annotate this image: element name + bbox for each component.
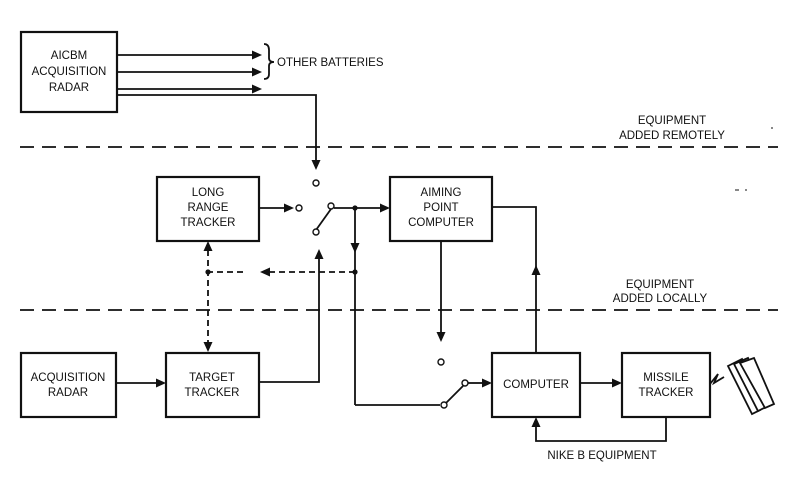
aicbm-label-1: AICBM — [51, 50, 87, 62]
computer-label: COMPUTER — [503, 379, 569, 391]
aiming-point-computer-block: AIMING POINT COMPUTER — [388, 175, 494, 243]
aicbm-label-2: ACQUISITION — [32, 66, 107, 78]
acq-label-1: ACQUISITION — [31, 372, 106, 384]
local-switch-contact-pivot — [461, 379, 469, 387]
acquisition-radar-block: ACQUISITION RADAR — [19, 351, 118, 419]
aicbm-label-3: RADAR — [49, 82, 89, 94]
apc-label-3: COMPUTER — [408, 217, 474, 229]
apc-label-2: POINT — [423, 202, 458, 214]
lightning-bolt-icon — [709, 373, 725, 386]
switch-contact-remote — [312, 179, 320, 187]
switch-contact-bottom — [312, 228, 320, 236]
mt-label-1: MISSILE — [643, 372, 689, 384]
local-label-line2: ADDED LOCALLY — [613, 293, 708, 305]
acq-label-2: RADAR — [48, 387, 88, 399]
local-switch-contact-bottom — [440, 401, 448, 409]
mt-label-2: TRACKER — [639, 387, 694, 399]
tt-label-1: TARGET — [189, 372, 235, 384]
target-tracker-block: TARGET TRACKER — [164, 351, 261, 419]
selector-switch-blade — [315, 208, 332, 231]
other-batteries-label: OTHER BATTERIES — [277, 57, 384, 69]
switch-contact-lrt — [295, 204, 303, 212]
local-switch-contact-top — [437, 358, 445, 366]
missile-icon — [726, 356, 776, 416]
computer-block: COMPUTER — [490, 351, 582, 419]
remote-label-line2: ADDED REMOTELY — [619, 130, 725, 142]
tt-label-2: TRACKER — [185, 387, 240, 399]
nike-b-label: NIKE B EQUIPMENT — [547, 450, 656, 462]
long-range-tracker-block: LONG RANGE TRACKER — [155, 175, 261, 243]
lrt-label-3: TRACKER — [181, 217, 236, 229]
lrt-label-1: LONG — [192, 187, 225, 199]
remote-label-line1: EQUIPMENT — [638, 115, 706, 127]
switch-contact-top — [327, 202, 335, 210]
local-selector-blade — [445, 385, 464, 404]
local-label-line1: EQUIPMENT — [626, 279, 694, 291]
missile-tracker-feedback-line — [535, 417, 667, 442]
lrt-label-2: RANGE — [188, 202, 229, 214]
missile-tracker-block: MISSILE TRACKER — [620, 351, 712, 419]
computer-to-apc-line — [492, 206, 537, 353]
apc-label-1: AIMING — [421, 187, 462, 199]
target-tracker-to-switch-line — [259, 259, 320, 383]
aicbm-acquisition-radar-block: AICBM ACQUISITION RADAR — [19, 30, 119, 114]
other-batteries-links: OTHER BATTERIES — [117, 43, 384, 94]
aicbm-to-switch-line — [117, 94, 317, 160]
